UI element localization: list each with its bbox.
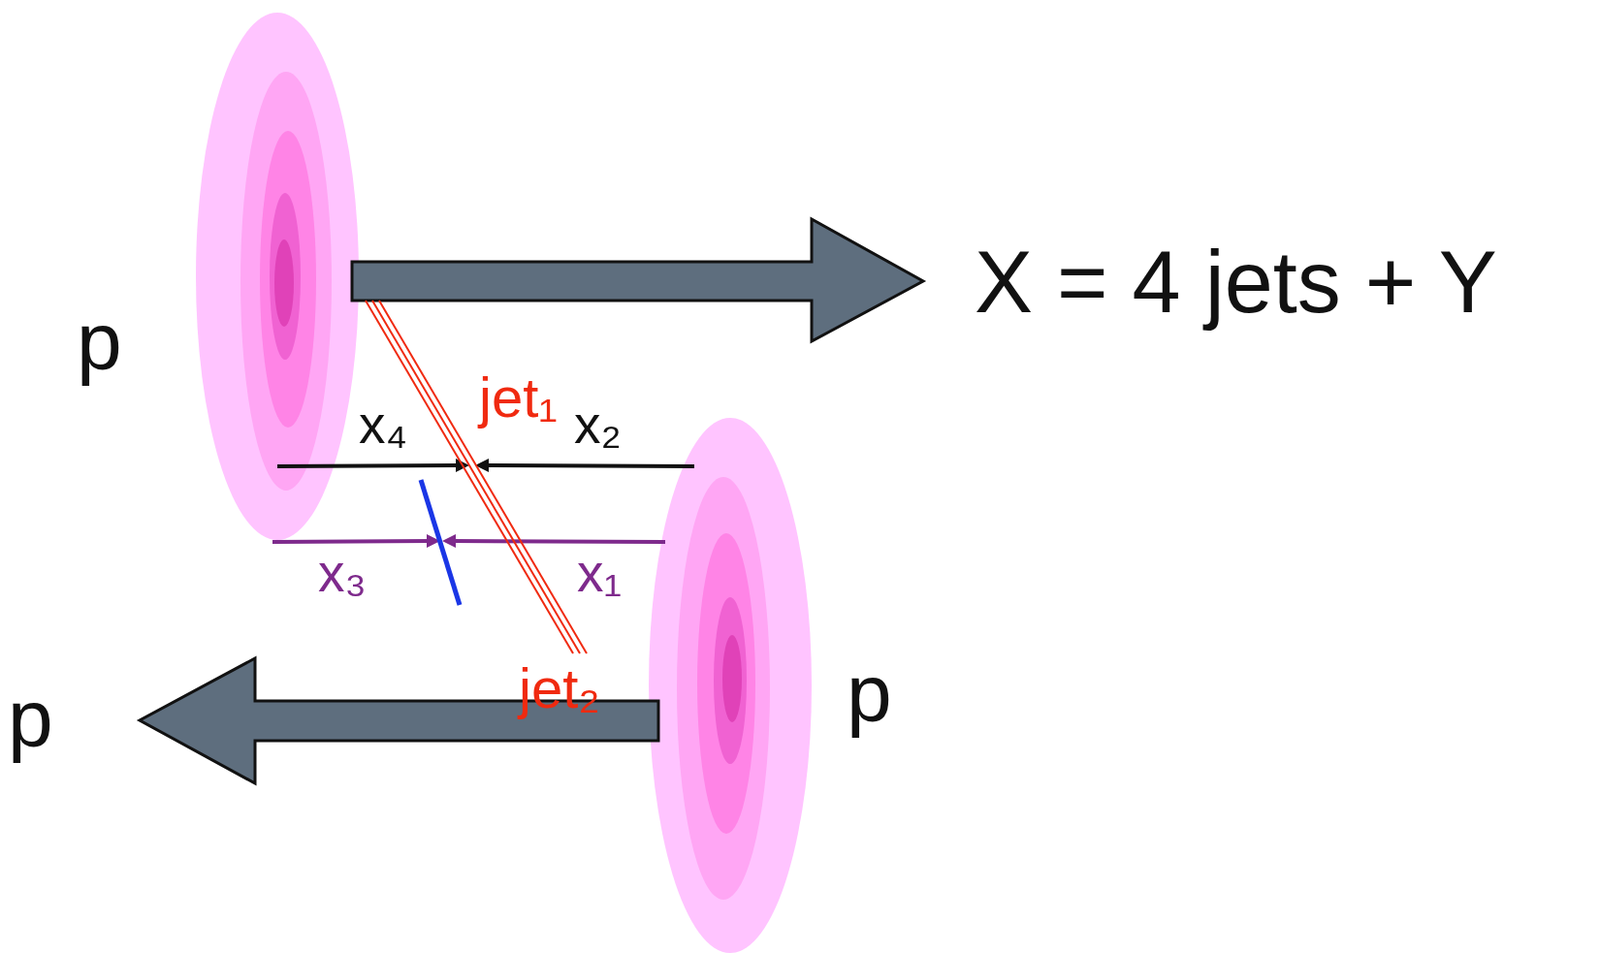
- momentum-fraction: x₂: [574, 398, 622, 452]
- proton-right: [648, 417, 812, 953]
- process-formula: X = 4 jets + Y: [974, 238, 1498, 326]
- arrowhead: [442, 534, 456, 548]
- jet-line: [365, 300, 574, 654]
- proton-layer: [648, 417, 812, 953]
- proton-label: p: [76, 300, 123, 383]
- beam-arrow: [352, 219, 924, 342]
- jet-lines: [365, 300, 587, 654]
- beam-arrow: [139, 658, 659, 784]
- proton-layer: [722, 635, 742, 723]
- proton-label: p: [846, 652, 893, 735]
- jet-label: jet₁: [479, 369, 558, 426]
- parton-line: [272, 541, 431, 543]
- jet-line: [372, 300, 580, 654]
- proton-label: p: [7, 677, 54, 760]
- proton-layer: [269, 192, 301, 360]
- parton-arrows-purple: [272, 534, 666, 548]
- jet-label: jet₂: [518, 660, 601, 717]
- parton-line: [277, 465, 460, 467]
- proton-layer: [713, 597, 747, 765]
- proton-layer: [259, 130, 317, 428]
- parton-line: [484, 465, 695, 467]
- parton-line: [451, 541, 666, 543]
- proton-layer: [195, 12, 359, 541]
- momentum-fraction: x₄: [358, 398, 408, 452]
- momentum-fraction: x₁: [576, 546, 622, 601]
- momentum-fraction: x₃: [318, 546, 367, 601]
- scatter-mark: [420, 480, 460, 606]
- parton-arrows-black: [277, 458, 695, 473]
- proton-layer: [240, 71, 332, 491]
- jet-line: [379, 300, 587, 654]
- proton-layer: [274, 239, 294, 327]
- proton-layer: [697, 533, 756, 834]
- proton-left: [195, 12, 359, 541]
- proton-layer: [676, 477, 770, 900]
